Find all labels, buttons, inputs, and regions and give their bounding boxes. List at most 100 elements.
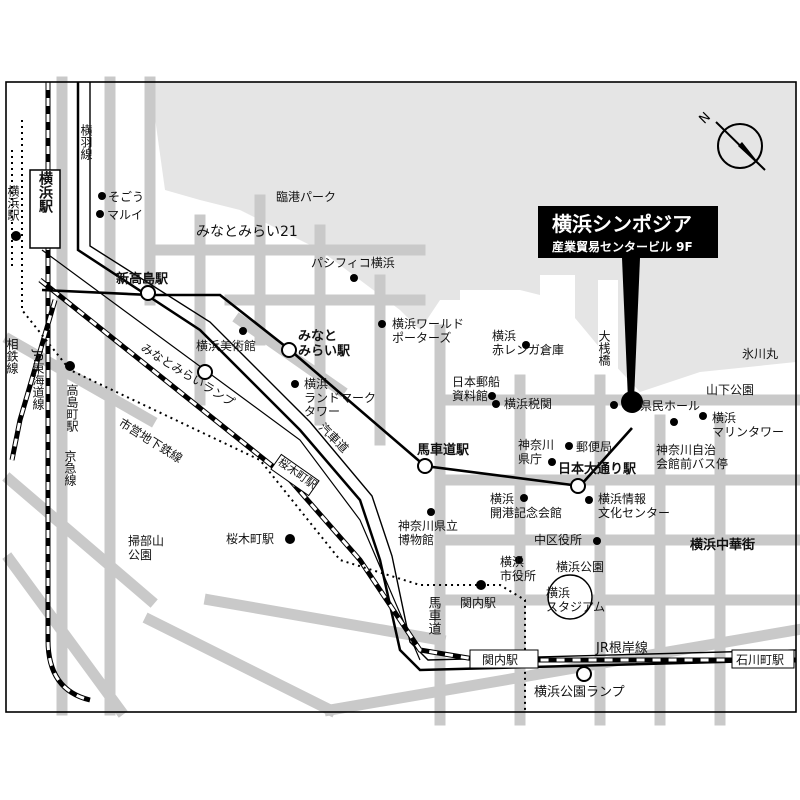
yokohama-station-box-label: 横浜駅 [37,170,53,214]
museum-dot[interactable] [239,327,247,335]
bus-stop-dot[interactable] [670,418,678,426]
red-brick-label: 横浜赤レンガ倉庫 [492,329,564,357]
map-frame [5,81,797,713]
takashimacho-label: 高島町駅 [65,383,79,433]
world-porters-dot[interactable] [378,320,386,328]
shintakashima-station-marker[interactable] [140,285,156,301]
kenmin-dot[interactable] [610,401,618,409]
roads [2,76,800,726]
sogo-label: そごう [108,189,144,204]
chinatown-label: 横浜中華街 [690,537,755,553]
rinko-label: 臨港パーク [276,190,336,204]
venue-dot[interactable] [621,391,643,413]
marui-label: マルイ [107,208,143,222]
expressway-2 [41,249,421,661]
red-brick-dot[interactable] [522,341,530,349]
callout-box [538,206,718,258]
pier-osanbashi [598,280,618,390]
bashamichi-station-marker[interactable] [417,458,433,474]
sogo-dot[interactable] [98,192,106,200]
kaiko-dot[interactable] [520,494,528,502]
yokohama-line-label: 横羽線 [79,124,93,160]
osanbashi-label: 大桟橋 [597,330,611,367]
pier [460,290,520,360]
marine-tower-label: 横浜マリンタワー [712,411,784,439]
yokohama-station-box [29,169,61,249]
mm21-label: みなとみらい21 [196,224,298,240]
joho-label: 横浜情報文化センター [598,492,670,520]
kaiko-label: 横浜開港記念会館 [490,492,562,520]
stadium-label: 横浜スタジアム [546,586,605,614]
sakuragicho-label: 桜木町駅 [226,532,274,546]
callout-subtitle: 産業貿易センタービル 9F [552,239,693,254]
yokohama-koen-ramp-label: 横浜公園ランプ [534,685,625,700]
kannai-box-label: 関内駅 [482,653,518,667]
kannai-label: 関内駅 [460,596,496,610]
pacifico-dot[interactable] [350,274,358,282]
kaikan-bus-label: 神奈川自治会館前バス停 [656,443,728,471]
minatomirai-station-marker[interactable] [281,342,297,358]
kenmin-label: 県民ホール [640,399,700,413]
naka-ward-label: 中区役所 [534,532,582,547]
pacifico-label: パシフィコ横浜 [311,256,395,270]
jr-negishi-railway-dash [39,278,796,662]
marui-dot[interactable] [96,210,104,218]
nyk-dot[interactable] [488,392,496,400]
customs-dot[interactable] [492,400,500,408]
shintakashima-label: 新高島駅 [116,271,169,287]
yokohama-koen-ramp-marker[interactable] [576,666,592,682]
pier-2 [540,275,575,385]
takashimacho-dot[interactable] [65,361,75,371]
post-office-label: 郵便局 [576,440,612,454]
kanagawa-pref-dot[interactable] [548,458,556,466]
station-markers [140,285,592,682]
jr-tokaido-label: JR東海道線 [31,349,45,410]
museum-label: 横浜美術館 [196,338,256,353]
stadium-marker[interactable] [547,574,593,620]
keikyu-railway [9,299,58,461]
nihon-odori-label: 日本大通り駅 [558,461,637,477]
sotetsu-label: 相鉄線 [5,338,19,374]
nyk-label: 日本郵船資料館 [452,375,500,403]
sakuragicho-station-box [270,453,320,497]
world-porters-label: 横浜ワールドポーターズ [392,317,464,345]
yamashita-label: 山下公園 [706,383,754,397]
yokohama-park-label: 横浜公園 [556,560,604,574]
minatomirai-ramp-marker[interactable] [197,364,213,380]
expressway [76,82,797,672]
museum-hist-dot[interactable] [427,508,435,516]
keikyu-label: 京急線 [63,450,77,486]
expressway-inner [89,82,797,661]
naka-ward-dot[interactable] [593,537,601,545]
post-office-dot[interactable] [565,442,573,450]
kannai-dot[interactable] [476,580,486,590]
sakuragicho-dot[interactable] [285,534,295,544]
callout-pointer [622,258,640,400]
customs-label: 横浜税関 [504,397,552,411]
nihon-odori-station-marker[interactable] [570,478,586,494]
jr-negishi-label: JR根岸線 [595,640,648,656]
minatomirai-label: みなとみらい駅 [298,329,351,359]
joho-dot[interactable] [585,496,593,504]
kamonyama-label: 掃部山公園 [128,533,164,562]
museum-hist-label: 神奈川県立博物館 [398,518,458,547]
bashamichi-st-label: 馬車道 [426,596,442,635]
poi-dots [11,192,707,590]
city-hall-label: 横浜市役所 [500,555,536,583]
jr-tokaido-railway-dash [46,82,91,702]
yokohama-left-dot[interactable] [11,231,21,241]
kanagawa-pref-label: 神奈川県庁 [518,438,554,466]
yokohama-left-label: 横浜駅 [6,185,20,222]
venue-callout[interactable]: 横浜シンポジア 産業貿易センタービル 9F [538,206,718,413]
landmark-label: 横浜ランドマークタワー [304,377,376,419]
city-hall-dot[interactable] [515,556,523,564]
ishikawacho-station-box [731,649,795,669]
hikawamaru-label: 氷川丸 [742,347,778,361]
ishikawacho-box-label: 石川町駅 [736,653,784,667]
landmark-dot[interactable] [291,380,299,388]
bashamichi-label: 馬車道駅 [417,442,470,458]
kannai-station-box [469,649,539,669]
marine-tower-dot[interactable] [699,412,707,420]
callout-title: 横浜シンポジア [552,212,692,236]
